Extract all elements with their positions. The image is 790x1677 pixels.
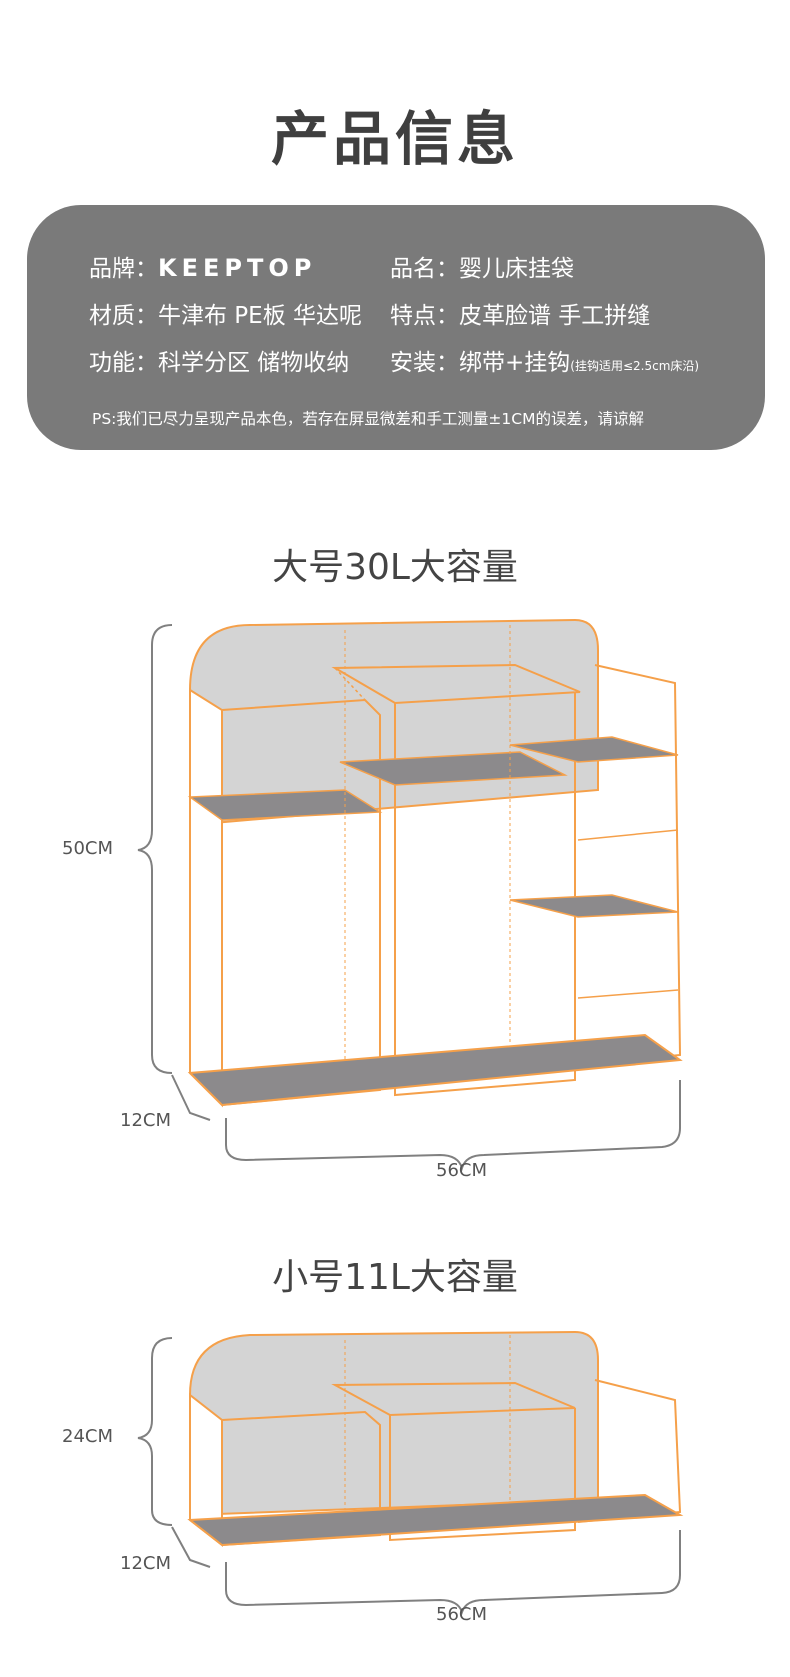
large-height-bracket xyxy=(137,624,173,1074)
large-width-label: 56CM xyxy=(436,1160,488,1181)
material-label: 材质： xyxy=(89,303,158,329)
brand-label: 品牌： xyxy=(89,256,158,282)
page-title: 产品信息 xyxy=(270,105,519,173)
install-value: 绑带+挂钩 xyxy=(459,350,571,376)
install-row: 安装：绑带+挂钩(挂钩适用≤2.5cm床沿) xyxy=(390,343,699,377)
small-depth-bracket xyxy=(171,1526,211,1568)
install-note: (挂钩适用≤2.5cm床沿) xyxy=(570,359,700,373)
small-width-bracket xyxy=(225,1530,681,1616)
large-depth-label: 12CM xyxy=(120,1110,172,1131)
product-info-panel: 品牌：KEEPTOP 品名：婴儿床挂袋 材质：牛津布 PE板 华达呢 特点：皮革… xyxy=(27,205,765,450)
small-height-bracket xyxy=(137,1337,173,1526)
name-row: 品名：婴儿床挂袋 xyxy=(390,249,574,283)
function-value: 科学分区 储物收纳 xyxy=(158,350,350,376)
feature-row: 特点：皮革脸谱 手工拼缝 xyxy=(390,296,650,330)
large-right-shelf-mid xyxy=(509,894,679,918)
large-size-title: 大号30L大容量 xyxy=(272,547,518,588)
brand-row: 品牌：KEEPTOP xyxy=(89,249,316,283)
small-height-label: 24CM xyxy=(62,1426,114,1447)
large-depth-bracket xyxy=(171,1074,211,1121)
large-right-shelf-top xyxy=(509,736,679,763)
large-left-compartment xyxy=(189,688,223,1108)
large-left-shelf xyxy=(187,789,383,821)
material-value: 牛津布 PE板 华达呢 xyxy=(158,303,363,329)
name-label: 品名： xyxy=(390,256,459,282)
material-row: 材质：牛津布 PE板 华达呢 xyxy=(89,296,362,330)
large-width-bracket xyxy=(225,1080,681,1172)
small-depth-label: 12CM xyxy=(120,1553,172,1574)
function-row: 功能：科学分区 储物收纳 xyxy=(89,343,349,377)
ps-disclaimer: PS:我们已尽力呈现产品本色，若存在屏显微差和手工测量±1CM的误差，请谅解 xyxy=(92,410,644,428)
large-bottom-shelf xyxy=(187,1033,683,1107)
large-middle-shelf xyxy=(339,751,568,786)
name-value: 婴儿床挂袋 xyxy=(459,256,574,282)
feature-label: 特点： xyxy=(390,303,459,329)
feature-value: 皮革脸谱 手工拼缝 xyxy=(459,303,651,329)
small-bottom-shelf xyxy=(187,1493,684,1547)
small-back-panel xyxy=(189,1330,599,1517)
brand-logo: KEEPTOP xyxy=(158,254,317,282)
function-label: 功能： xyxy=(89,350,158,376)
small-size-title: 小号11L大容量 xyxy=(272,1257,518,1298)
large-height-label: 50CM xyxy=(62,838,114,859)
install-label: 安装： xyxy=(390,350,459,376)
large-middle-compartment xyxy=(331,663,581,705)
small-width-label: 56CM xyxy=(436,1604,488,1625)
